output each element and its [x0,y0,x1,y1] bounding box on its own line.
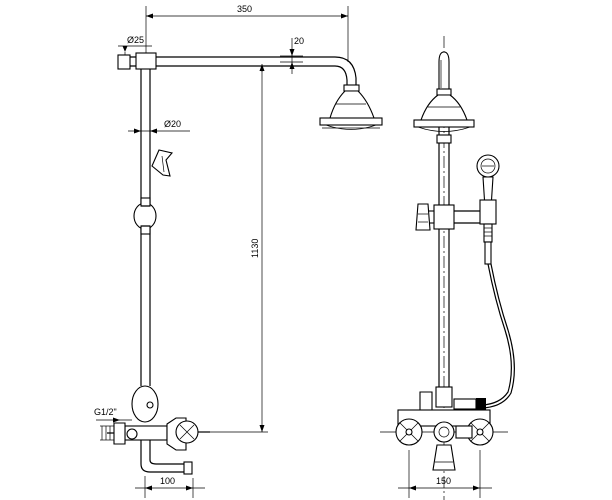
mixer-body-side [100,385,210,451]
slide-bar-mount [133,197,157,235]
spout-front [432,444,456,471]
dim-front-width: 150 [398,450,492,498]
mixer-body-front [380,386,508,433]
riser-pipe-front [436,127,452,388]
bath-spout [140,440,193,475]
dim-g12-label: G1/2" [94,407,117,417]
dim-25-label: Ø25 [127,35,144,45]
shower-head-front [413,88,475,132]
dim-inlet-thread: G1/2" [94,407,132,423]
dim-1130-label: 1130 [250,239,260,258]
handle-left [395,418,423,446]
dim-20-label: 20 [294,36,304,46]
hand-shower-holder [151,149,174,177]
side-view: 350 Ø25 20 [94,4,383,498]
shower-head-side [319,84,383,130]
diverter-knob [433,421,473,443]
dim-spout-reach: 100 [135,476,205,498]
front-view: 150 [380,36,515,500]
shower-hose [481,263,515,409]
dim-150-label: 150 [436,476,451,486]
dim-height: 1130 [195,64,268,433]
shower-arm [117,54,357,86]
dim-horizontal-arm: 350 [145,4,349,62]
hand-shower [476,154,500,265]
dim-100-label: 100 [160,476,175,486]
slider-front [415,203,483,231]
dim-350-label: 350 [237,4,252,14]
dim-riser-diameter: Ø20 [128,119,190,134]
dim-20-riser-label: Ø20 [164,119,181,129]
handle-right [466,418,494,446]
dim-head-drop: 20 [280,36,304,74]
shower-arm-front [438,51,450,91]
